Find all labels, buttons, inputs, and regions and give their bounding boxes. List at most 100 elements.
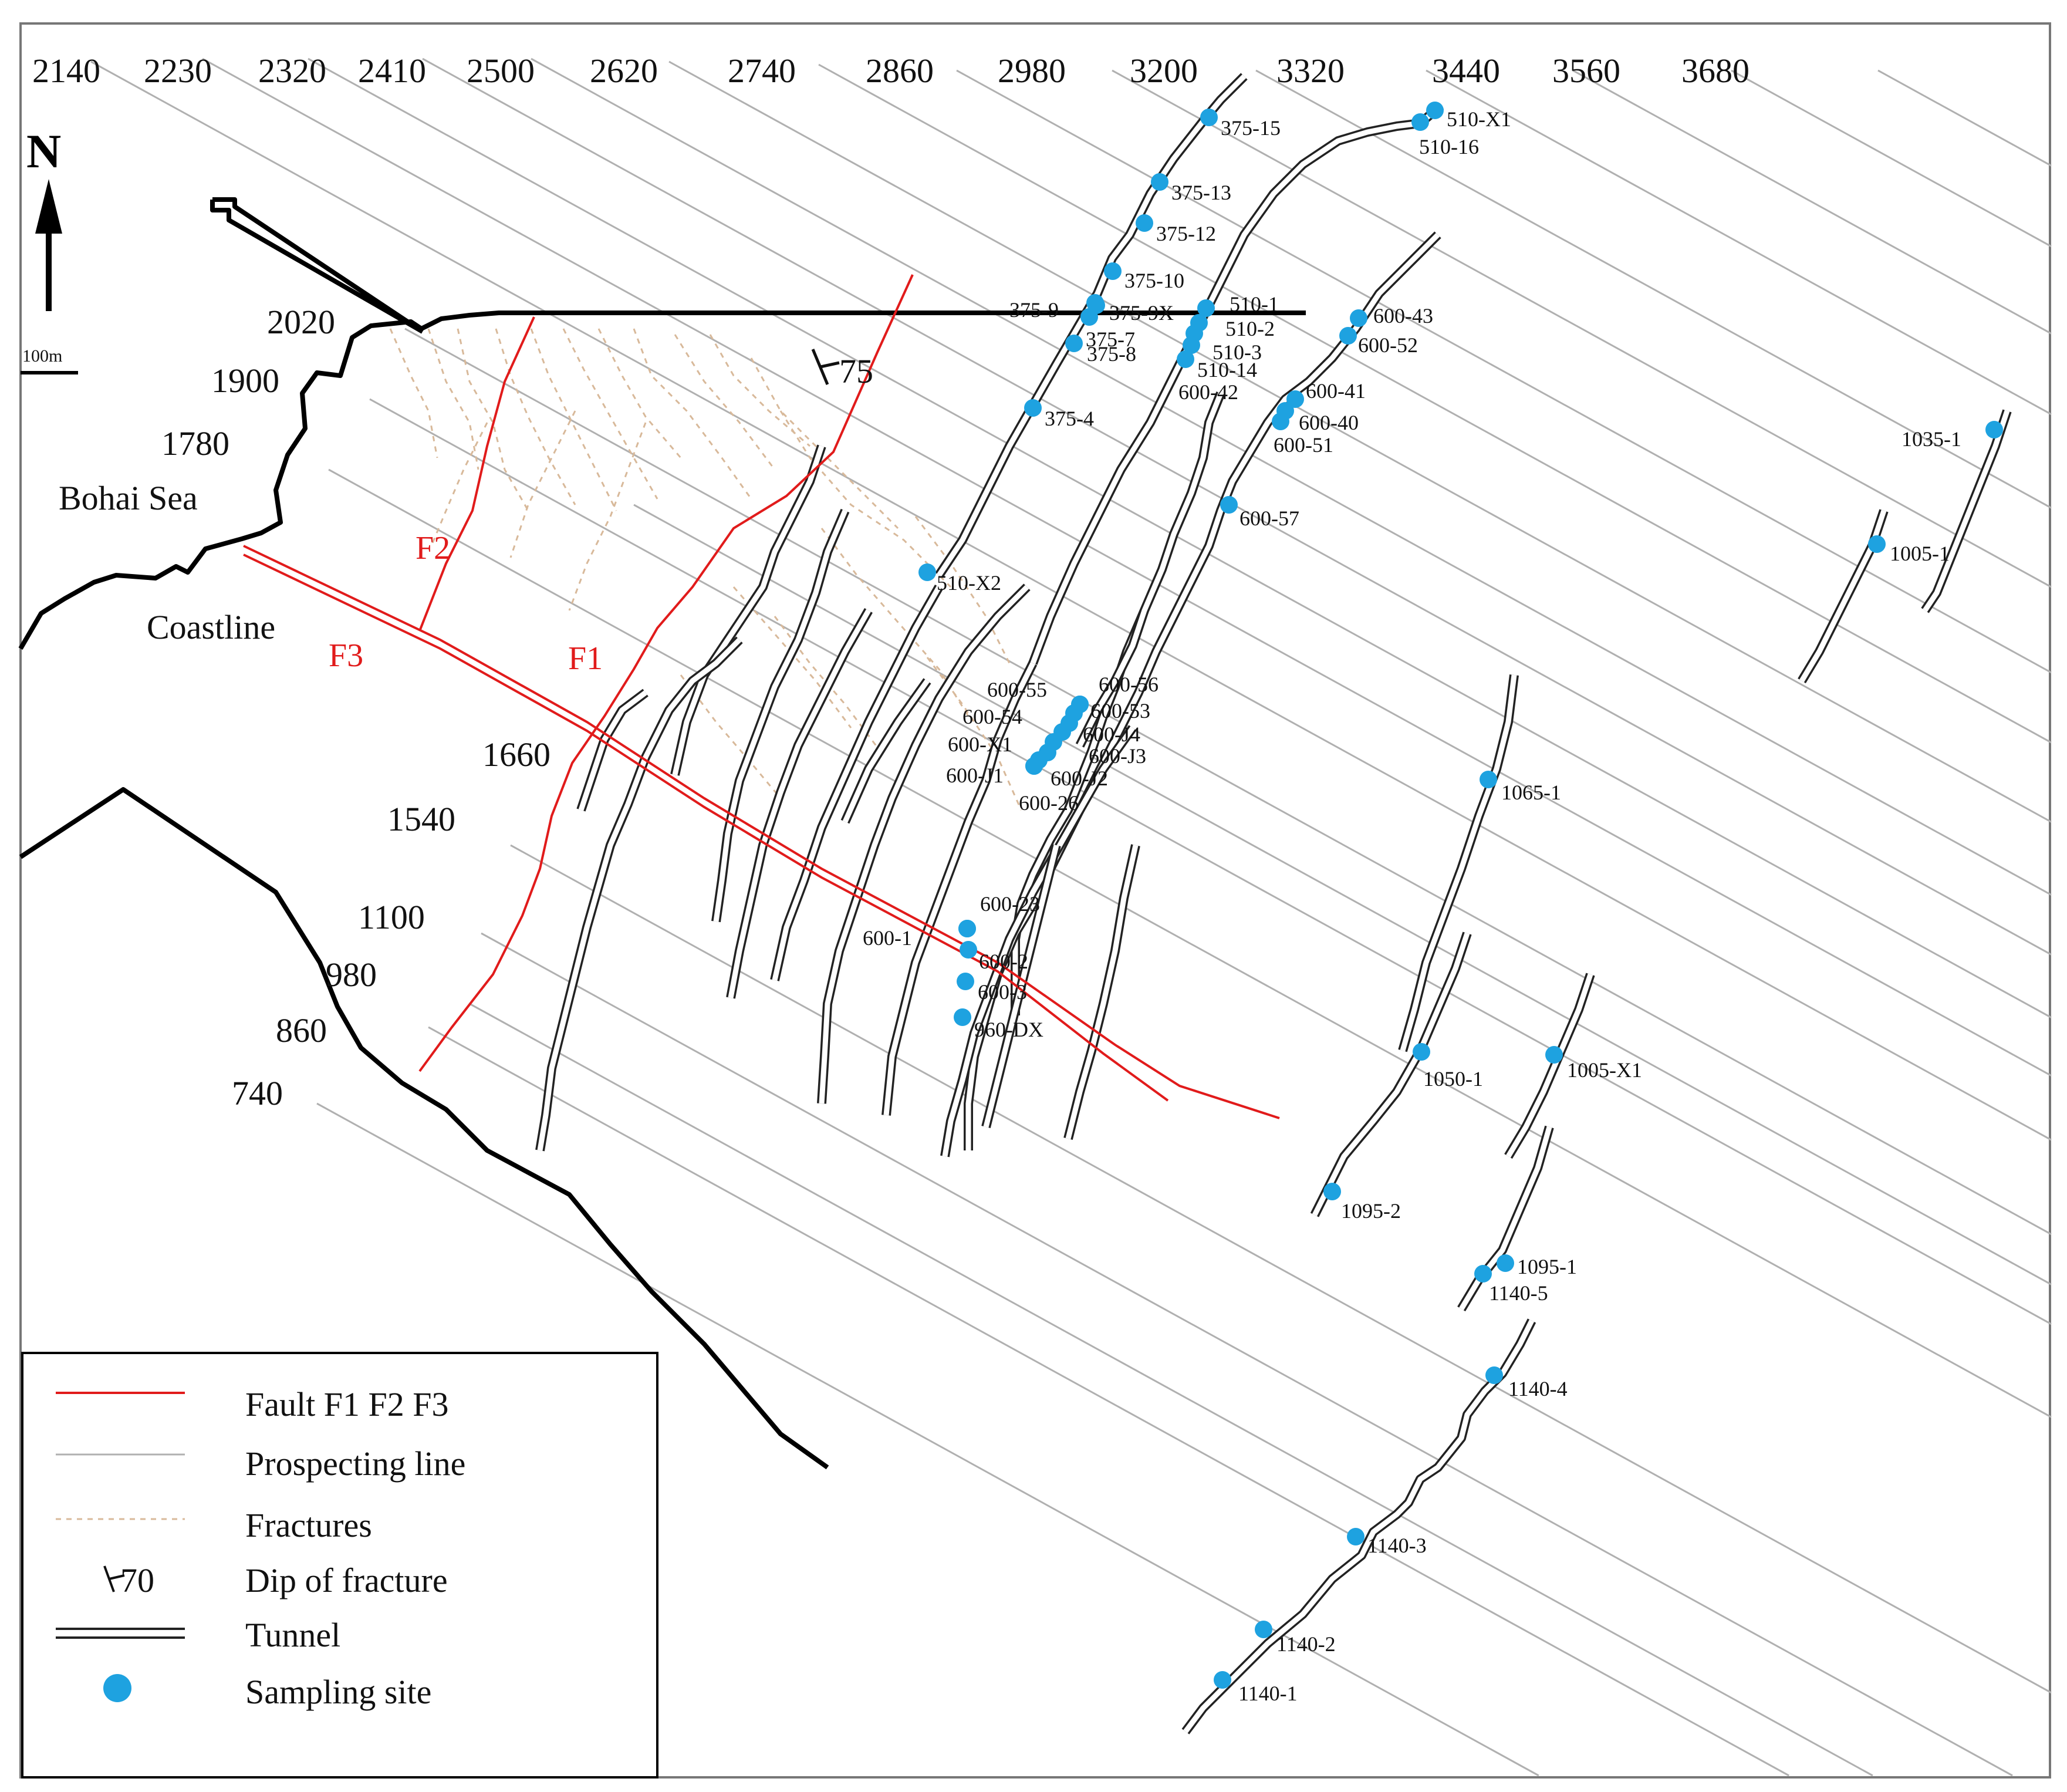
tunnel-20: [1504, 973, 1595, 1159]
site-label-600-j3: 600-J3: [1089, 744, 1146, 768]
site-label-1140-5: 1140-5: [1489, 1281, 1548, 1305]
prospecting-line-15: [404, 328, 2052, 1236]
site-dot-600-26: [1025, 757, 1043, 775]
site-label-1050-1: 1050-1: [1423, 1067, 1483, 1091]
site-label-1140-1: 1140-1: [1238, 1682, 1298, 1705]
fracture-4: [495, 328, 576, 505]
site-label-375-9: 375-9: [1009, 298, 1059, 322]
site-label-600-j1: 600-J1: [946, 764, 1004, 787]
site-label-600-23: 600-23: [980, 892, 1040, 916]
legend-fractures-label: Fractures: [245, 1506, 372, 1544]
map-frame: [19, 22, 2051, 1778]
prospecting-line-10: [1255, 69, 2052, 509]
tunnel-5: [881, 661, 1038, 1116]
fracture-5: [530, 328, 617, 511]
top-line-label-2620: 2620: [590, 52, 658, 90]
tunnel-17: [1063, 844, 1140, 1140]
fault-label-f3: F3: [329, 637, 363, 674]
prospecting-line-17: [328, 468, 2052, 1418]
site-label-510-2: 510-2: [1225, 317, 1275, 340]
prospecting-line-14: [1877, 69, 2052, 167]
site-label-600-51: 600-51: [1274, 433, 1333, 457]
tunnel-13: [1075, 392, 1225, 748]
site-dot-600-2: [960, 941, 977, 959]
legend-dip-label: Dip of fracture: [245, 1561, 448, 1599]
fracture-14: [509, 410, 576, 558]
site-label-510-x1: 510-X1: [1447, 107, 1511, 131]
site-dot-510-14: [1183, 336, 1200, 354]
site-label-600-54: 600-54: [962, 705, 1022, 728]
site-dot-1140-1: [1214, 1671, 1231, 1689]
legend-sampling-label: Sampling site: [245, 1673, 431, 1711]
legend-sampling-swatch: [103, 1674, 131, 1702]
north-label: N: [26, 124, 61, 178]
prospecting-line-9: [1112, 69, 2052, 588]
prospecting-line-18: [633, 504, 2052, 1285]
tunnel-9: [535, 636, 743, 1152]
site-dot-375-13: [1151, 173, 1168, 191]
site-label-375-9x: 375-9X: [1109, 301, 1174, 325]
site-dot-510-x1: [1426, 102, 1444, 119]
top-line-label-2500: 2500: [467, 52, 535, 90]
tunnel-18: [1398, 674, 1519, 1052]
prospecting-line-6: [668, 60, 2052, 823]
south-coastline: [19, 787, 829, 1470]
fracture-15: [568, 422, 647, 611]
left-line-label-1660: 1660: [482, 735, 550, 774]
site-label-510-1: 510-1: [1230, 292, 1279, 316]
top-line-label-3320: 3320: [1276, 52, 1345, 90]
tunnel-23: [1921, 409, 2012, 613]
prospecting-line-23: [316, 1102, 1539, 1777]
left-line-label-980: 980: [326, 956, 377, 994]
site-label-375-12: 375-12: [1156, 222, 1216, 245]
prospecting-line-22: [428, 1026, 1789, 1777]
site-dot-375-12: [1136, 214, 1153, 232]
tunnel-2: [1028, 102, 1444, 665]
fault-label-f2: F2: [416, 530, 450, 566]
site-label-600-57: 600-57: [1239, 507, 1299, 530]
site-label-510-3: 510-3: [1212, 340, 1262, 364]
site-label-1005-x1: 1005-X1: [1567, 1058, 1642, 1082]
tunnel-1: [935, 73, 1248, 578]
legend-fault-label: Fault F1 F2 F3: [245, 1385, 449, 1423]
site-dot-510-16: [1411, 113, 1429, 131]
fault-f3-south: [243, 554, 1169, 1102]
left-line-label-740: 740: [232, 1074, 283, 1112]
site-dot-1065-1: [1480, 771, 1497, 788]
tunnel-8: [670, 444, 826, 776]
site-dot-1005-x1: [1545, 1046, 1563, 1064]
site-label-1095-2: 1095-2: [1341, 1199, 1401, 1223]
prospecting-lines: [90, 58, 2052, 1777]
left-line-label-1540: 1540: [387, 800, 455, 838]
site-dot-1140-3: [1347, 1528, 1365, 1545]
site-dot-600-52: [1339, 327, 1357, 345]
site-label-1095-1: 1095-1: [1517, 1255, 1577, 1278]
prospecting-line-13: [1731, 69, 2052, 248]
fracture-20: [926, 657, 1022, 811]
site-dot-600-41: [1286, 390, 1304, 408]
top-line-label-2860: 2860: [866, 52, 934, 90]
site-dot-600-3: [957, 973, 974, 990]
legend-tunnel-swatch: [56, 1628, 185, 1639]
pier: [210, 197, 424, 334]
fracture-lines: [389, 328, 1022, 811]
fracture-2: [427, 328, 479, 470]
site-label-600-j4: 600-J4: [1083, 723, 1140, 746]
legend: Fault F1 F2 F3 Prospecting line Fracture…: [21, 1352, 658, 1778]
prospecting-line-16: [369, 398, 2052, 1325]
top-line-label-3440: 3440: [1432, 52, 1500, 90]
site-dot-1035-1: [1985, 421, 2003, 438]
prospecting-line-8: [956, 69, 2052, 674]
tunnel-11: [840, 678, 931, 824]
top-line-label-2410: 2410: [358, 52, 426, 90]
site-dot-1095-2: [1323, 1183, 1341, 1200]
site-dot-600-42: [1177, 350, 1194, 368]
tunnel-6: [726, 608, 873, 999]
legend-tunnel-label: Tunnel: [245, 1616, 340, 1654]
site-dot-1050-1: [1413, 1043, 1430, 1061]
site-label-1035-1: 1035-1: [1901, 427, 1961, 451]
site-label-600-3: 600-3: [978, 980, 1027, 1004]
site-label-600-41: 600-41: [1306, 379, 1366, 403]
tunnel-22: [1181, 1318, 1536, 1734]
